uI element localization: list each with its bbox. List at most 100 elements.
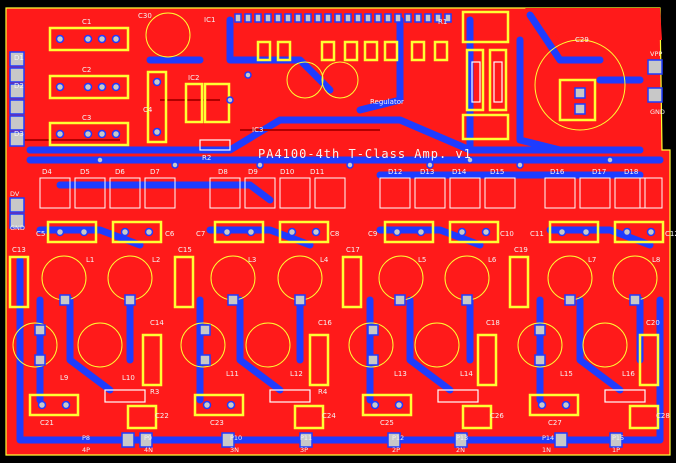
- capacitor-label-c29: C29: [575, 36, 589, 44]
- capacitor-label-c10: C10: [500, 230, 514, 238]
- capacitor-label-c28: C28: [656, 412, 670, 420]
- capacitor-label-c16: C16: [318, 319, 332, 327]
- capacitor-label-c9: C9: [368, 230, 377, 238]
- diode-label-d18: D18: [624, 168, 638, 176]
- connector-bottom-pin-p9: P9: [144, 434, 152, 442]
- regulator-label: Regulator: [370, 98, 404, 106]
- board-title: PA4100-4th T-Class Amp. v1: [258, 147, 472, 161]
- capacitor-label-c7: C7: [196, 230, 205, 238]
- diode-label-d14: D14: [452, 168, 467, 176]
- connector-bottom-pin-p15: P15: [612, 434, 624, 442]
- top-layer-traces: [20, 99, 380, 141]
- ic-label-ic1: IC1: [204, 16, 215, 24]
- capacitor-label-c30: C30: [138, 12, 152, 20]
- capacitor-label-c20: C20: [646, 319, 660, 327]
- inductor-label-l11: L11: [226, 370, 239, 378]
- connector-bottom-net-p11: 3P: [300, 446, 308, 454]
- capacitor-label-c2: C2: [82, 66, 91, 74]
- circular-footprints: [12, 12, 658, 368]
- connector-bottom-net-p13: 2N: [456, 446, 465, 454]
- diode-label-d10: D10: [280, 168, 294, 176]
- diode-label-d15: D15: [490, 168, 504, 176]
- passive-bodies: [104, 61, 646, 403]
- diode-label-d3: D3: [14, 130, 24, 138]
- capacitor-label-c15: C15: [178, 246, 192, 254]
- diode-label-d7: D7: [150, 168, 160, 176]
- connector-bottom-net-p15: 1P: [612, 446, 620, 454]
- capacitor-label-c25: C25: [380, 419, 394, 427]
- capacitor-label-c19: C19: [514, 246, 528, 254]
- diode-label-d1: D1: [14, 54, 24, 62]
- capacitor-label-c22: C22: [155, 412, 169, 420]
- inductor-label-l5: L5: [418, 256, 426, 264]
- diode-label-d12: D12: [388, 168, 402, 176]
- capacitor-label-c13: C13: [12, 246, 26, 254]
- pads: [9, 13, 663, 448]
- inductor-label-l6: L6: [488, 256, 497, 264]
- resistor-label-r3: R3: [150, 388, 159, 396]
- connector-bottom-pin-p10: P10: [230, 434, 242, 442]
- inductor-label-l8: L8: [652, 256, 660, 264]
- component-outlines: [8, 10, 665, 430]
- diode-label-d8: D8: [218, 168, 228, 176]
- capacitor-label-c14: C14: [150, 319, 164, 327]
- connector-bottom-pin-p12: P12: [392, 434, 404, 442]
- connector-right-p17: VPP: [650, 50, 662, 58]
- capacitor-label-c11: C11: [530, 230, 544, 238]
- capacitor-label-c18: C18: [486, 319, 500, 327]
- connector-bottom-net-p8: 4P: [82, 446, 90, 454]
- capacitor-label-c27: C27: [548, 419, 562, 427]
- capacitor-label-c26: C26: [490, 412, 504, 420]
- capacitor-label-c4: C4: [143, 106, 153, 114]
- capacitor-label-c12: C12: [665, 230, 676, 238]
- inductor-label-l3: L3: [248, 256, 256, 264]
- capacitor-label-c21: C21: [40, 419, 54, 427]
- capacitor-label-c3: C3: [82, 114, 91, 122]
- connector-bottom-pin-p14: P14: [542, 434, 554, 442]
- diode-label-d16: D16: [550, 168, 565, 176]
- inductor-label-l15: L15: [560, 370, 573, 378]
- diode-label-d4: D4: [42, 168, 52, 176]
- inductor-label-l1: L1: [86, 256, 94, 264]
- diode-array: [39, 177, 663, 209]
- capacitor-label-c24: C24: [322, 412, 336, 420]
- vias: [37, 34, 656, 410]
- inductor-label-l12: L12: [290, 370, 303, 378]
- connector-bottom-pin-p11: P11: [300, 434, 312, 442]
- connector-right-p16: GND: [650, 108, 665, 116]
- connector-left-p1: DV: [10, 190, 20, 198]
- inductor-label-l13: L13: [394, 370, 407, 378]
- capacitor-label-c17: C17: [346, 246, 360, 254]
- diode-label-d5: D5: [80, 168, 90, 176]
- connector-bottom-net-p12: 2P: [392, 446, 400, 454]
- connector-bottom-net-p10: 3N: [230, 446, 239, 454]
- diode-label-d13: D13: [420, 168, 434, 176]
- capacitor-label-c1: C1: [82, 18, 91, 26]
- inductor-label-l16: L16: [622, 370, 635, 378]
- diode-label-d6: D6: [115, 168, 125, 176]
- diode-label-d17: D17: [592, 168, 606, 176]
- capacitor-label-c6: C6: [165, 230, 175, 238]
- diode-label-d9: D9: [248, 168, 258, 176]
- resistor-label-r1: R1: [438, 18, 447, 26]
- ic-label-ic2: IC2: [188, 74, 199, 82]
- ic-label-ic3: IC3: [252, 126, 263, 134]
- inductor-label-l10: L10: [122, 374, 135, 382]
- connector-bottom-net-p9: 4N: [144, 446, 153, 454]
- resistor-label-r4: R4: [318, 388, 328, 396]
- inductor-label-l4: L4: [320, 256, 329, 264]
- diode-label-d2: D2: [14, 82, 24, 90]
- diode-label-d11: D11: [310, 168, 324, 176]
- capacitor-label-c5: C5: [36, 230, 45, 238]
- resistor-label-r2: R2: [202, 154, 211, 162]
- inductor-label-l14: L14: [460, 370, 473, 378]
- connector-bottom-net-p14: 1N: [542, 446, 551, 454]
- inductor-label-l2: L2: [152, 256, 160, 264]
- inductor-label-l9: L9: [60, 374, 68, 382]
- inductor-label-l7: L7: [588, 256, 596, 264]
- capacitor-label-c8: C8: [330, 230, 339, 238]
- connector-bottom-pin-p8: P8: [82, 434, 90, 442]
- connector-bottom-pin-p13: P13: [456, 434, 468, 442]
